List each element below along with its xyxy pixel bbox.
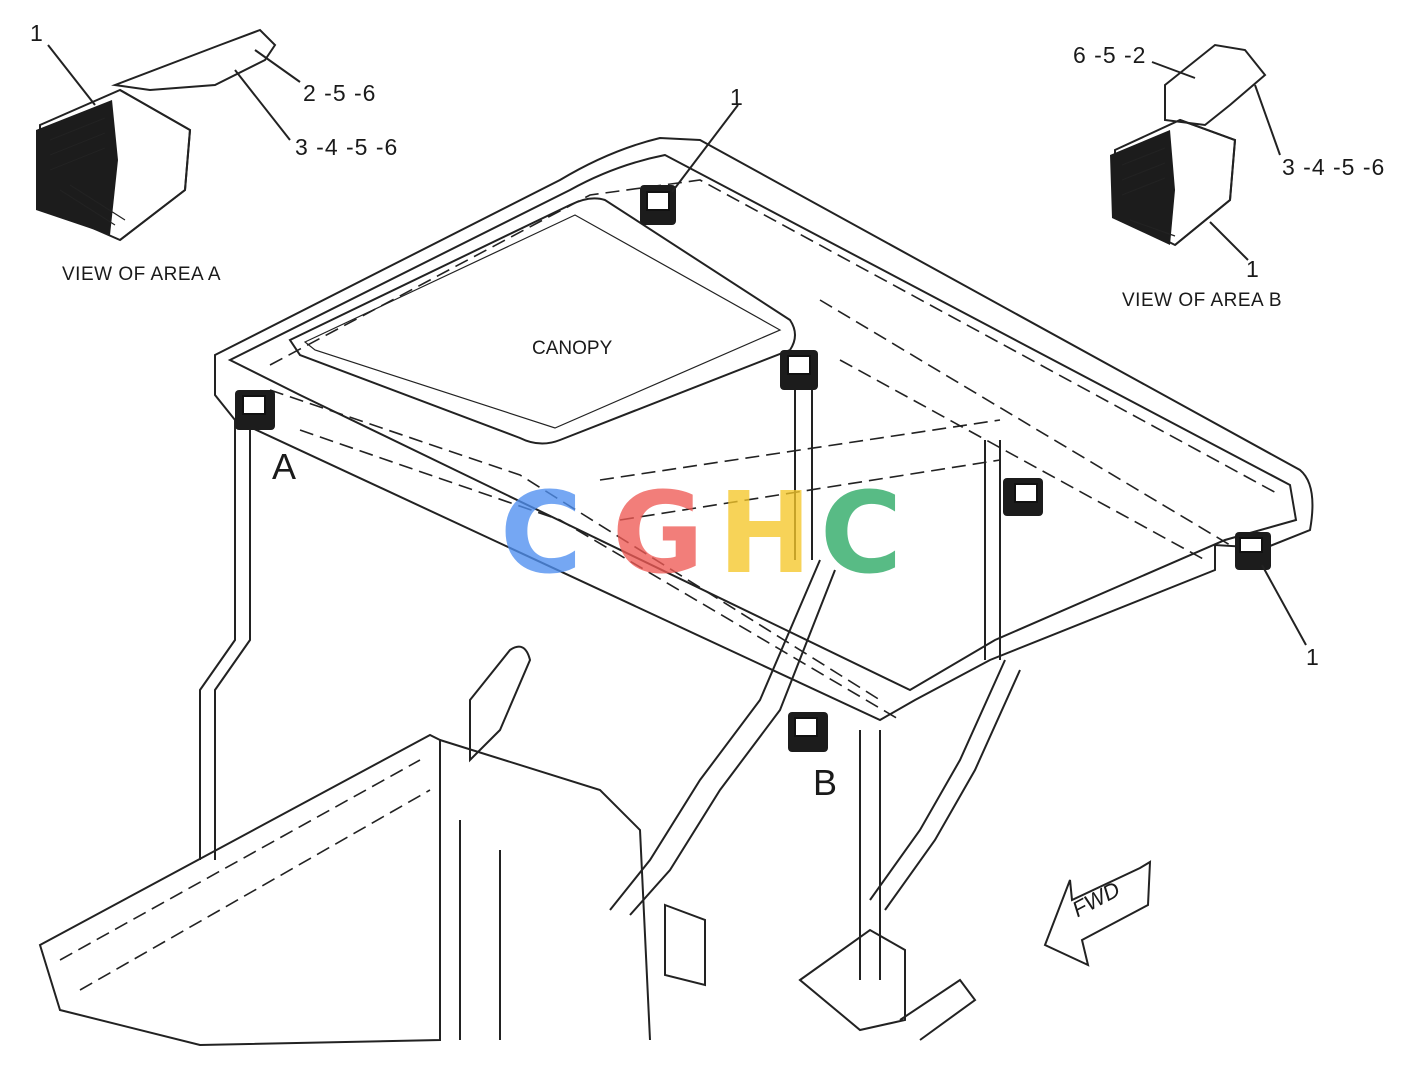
post-left-front-inner — [214, 420, 251, 860]
detail-lamp-b — [1110, 43, 1267, 247]
post-b — [859, 730, 881, 980]
leader-line — [254, 49, 301, 83]
watermark-letter: G — [612, 469, 704, 599]
leader-line — [1254, 84, 1281, 156]
leader-line — [671, 104, 739, 193]
area-a-marker: A — [272, 446, 297, 487]
post-right — [984, 440, 1001, 660]
body-frame — [38, 733, 441, 1047]
body-vents — [59, 759, 421, 961]
work-lamp — [788, 712, 828, 752]
work-lamp — [640, 185, 676, 225]
detail-lamp-a — [36, 28, 277, 242]
plate — [664, 903, 706, 987]
view-a-caption: VIEW OF AREA A — [62, 264, 222, 285]
callout-right-lamp: 1 — [1306, 644, 1320, 670]
watermark-letter: C — [820, 469, 903, 599]
callout-a-3: 3 -4 -5 -6 — [295, 134, 399, 160]
roof-rail — [599, 419, 1001, 481]
body-side — [439, 739, 651, 1041]
work-lamp — [1003, 478, 1043, 516]
canopy-panel — [288, 197, 796, 445]
callout-b-mid: 3 -4 -5 -6 — [1282, 154, 1386, 180]
leader-line — [1261, 564, 1307, 646]
hood-bracket — [469, 645, 532, 763]
fwd-arrow — [1043, 860, 1152, 967]
canopy-roof-outline — [214, 136, 1314, 722]
area-b-marker: B — [813, 762, 838, 803]
callout-a-1: 1 — [30, 20, 44, 46]
canopy-panel-edge — [269, 179, 1281, 496]
watermark-letter: C — [500, 469, 583, 599]
canopy-label: CANOPY — [532, 338, 613, 359]
view-b-caption: VIEW OF AREA B — [1122, 290, 1283, 311]
canopy-panel-inner — [303, 214, 782, 429]
canopy-roof-inner-rim — [227, 153, 1298, 692]
roof-rail — [269, 389, 881, 701]
watermark-letter: H — [718, 469, 812, 599]
post-center — [794, 360, 813, 560]
base-right — [798, 928, 977, 1041]
roof-rail — [819, 299, 1231, 546]
post-left-front — [199, 420, 236, 860]
leader-line — [47, 44, 96, 106]
leader-line — [1151, 61, 1196, 79]
callout-b-1: 1 — [1246, 256, 1260, 282]
work-lamp — [1235, 532, 1271, 570]
roof-rail — [299, 429, 901, 721]
leader-line — [234, 69, 291, 141]
body-vents — [79, 789, 431, 991]
work-lamp — [235, 390, 275, 430]
callout-b-top: 6 -5 -2 — [1073, 42, 1147, 68]
leader-line — [1209, 221, 1249, 261]
support-arm-right — [869, 659, 1021, 911]
callout-a-2: 2 -5 -6 — [303, 80, 377, 106]
roof-rail — [619, 459, 1001, 521]
roof-rail — [839, 359, 1206, 561]
support-arm — [609, 559, 836, 916]
work-lamp — [780, 350, 818, 390]
callout-top-lamp: 1 — [730, 84, 744, 110]
